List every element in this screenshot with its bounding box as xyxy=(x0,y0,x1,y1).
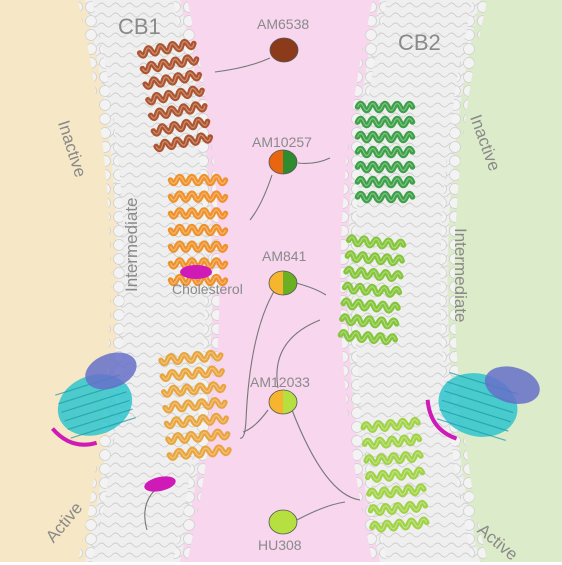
cb1-intermediate-structure xyxy=(167,173,229,287)
arrow-am12033-cb2 xyxy=(276,319,321,389)
connector-arrows xyxy=(144,57,361,531)
cb1-g-protein-structure xyxy=(50,352,137,447)
arrow-am10257-cb1 xyxy=(249,174,273,221)
arrow-hu308-cb2 xyxy=(296,501,346,521)
ligand-am12033-label: AM12033 xyxy=(250,374,310,390)
arrow-am6538-cb1 xyxy=(214,57,271,73)
cb1-label: CB1 xyxy=(118,14,161,39)
cb2-label: CB2 xyxy=(398,30,441,55)
arrow-am12033-cb1 xyxy=(242,409,269,433)
cholesterol-icon-intermediate xyxy=(180,265,212,279)
arrow-am841-cb2 xyxy=(295,282,327,296)
cholesterol-icon-active xyxy=(144,476,176,492)
cb2-intermediate-structure xyxy=(337,234,407,346)
cb1-inactive-structure xyxy=(136,38,214,153)
cb2-intermediate-label: Intermediate xyxy=(451,228,470,323)
ligand-am841-label: AM841 xyxy=(262,248,307,264)
ligand-am10257-label: AM10257 xyxy=(252,134,312,150)
cb2-g-protein-structure xyxy=(425,366,540,441)
ligand-am841-icon xyxy=(268,270,298,296)
cb2-inactive-structure xyxy=(354,100,416,204)
cb1-intermediate-label: Intermediate xyxy=(122,197,141,293)
arrow-am10257-cb2 xyxy=(297,157,331,164)
ligand-am10257-icon xyxy=(268,149,298,175)
ligand-hu308-label: HU308 xyxy=(258,537,302,553)
ligand-am12033-icon xyxy=(268,389,298,415)
arrow-am841-cb1 xyxy=(239,287,277,439)
arrow-cholesterol-down xyxy=(144,489,156,531)
cb1-active-structure xyxy=(158,349,232,461)
ligand-hu308-icon xyxy=(268,509,298,535)
ligand-am6538-icon xyxy=(269,37,299,63)
ligand-am6538-label: AM6538 xyxy=(257,16,310,32)
cb2-active-structure xyxy=(360,416,430,533)
arrow-am12033-cb2-active xyxy=(291,409,361,501)
cholesterol-label: Cholesterol xyxy=(172,281,243,297)
